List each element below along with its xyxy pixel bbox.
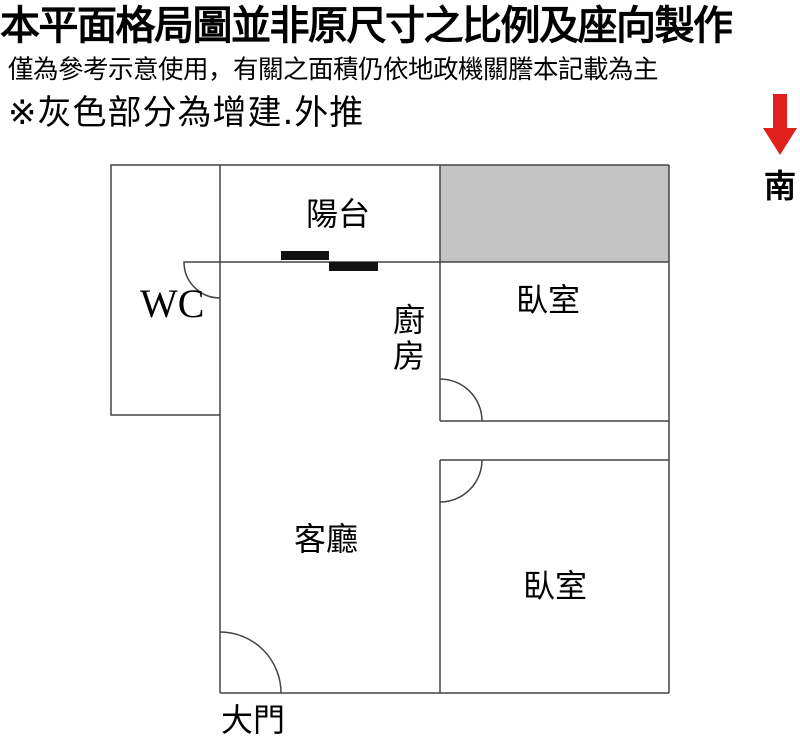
room-label-living-room: 客廳 (294, 520, 359, 558)
bedroom-lower-door-swing (439, 459, 483, 503)
disclaimer-note: 僅為參考示意使用，有關之面積仍依地政機關謄本記載為主 (8, 55, 659, 85)
door-swings (183, 261, 483, 694)
bedroom-upper-door-swing (439, 378, 483, 422)
window-left (281, 251, 329, 260)
room-label-bedroom-upper: 臥室 (516, 281, 581, 319)
room-label-wc: WC (140, 281, 205, 326)
main-door-swing (219, 631, 282, 694)
disclaimer-title: 本平面格局圖並非原尺寸之比例及座向製作 (0, 3, 733, 49)
wc-door-swing (183, 261, 221, 299)
legend-note: ※灰色部分為增建.外推 (8, 93, 365, 133)
room-label-bedroom-lower: 臥室 (523, 567, 588, 605)
walls (110, 164, 670, 694)
window-right (329, 262, 378, 271)
room-label-main-door: 大門 (221, 701, 286, 739)
room-label-balcony: 陽台 (306, 195, 371, 233)
wc-wall (110, 164, 221, 416)
compass-direction-label: 南 (763, 167, 796, 205)
south-arrow-icon (763, 94, 797, 155)
extension-area (440, 165, 669, 262)
room-label-kitchen: 廚房 (392, 301, 425, 375)
